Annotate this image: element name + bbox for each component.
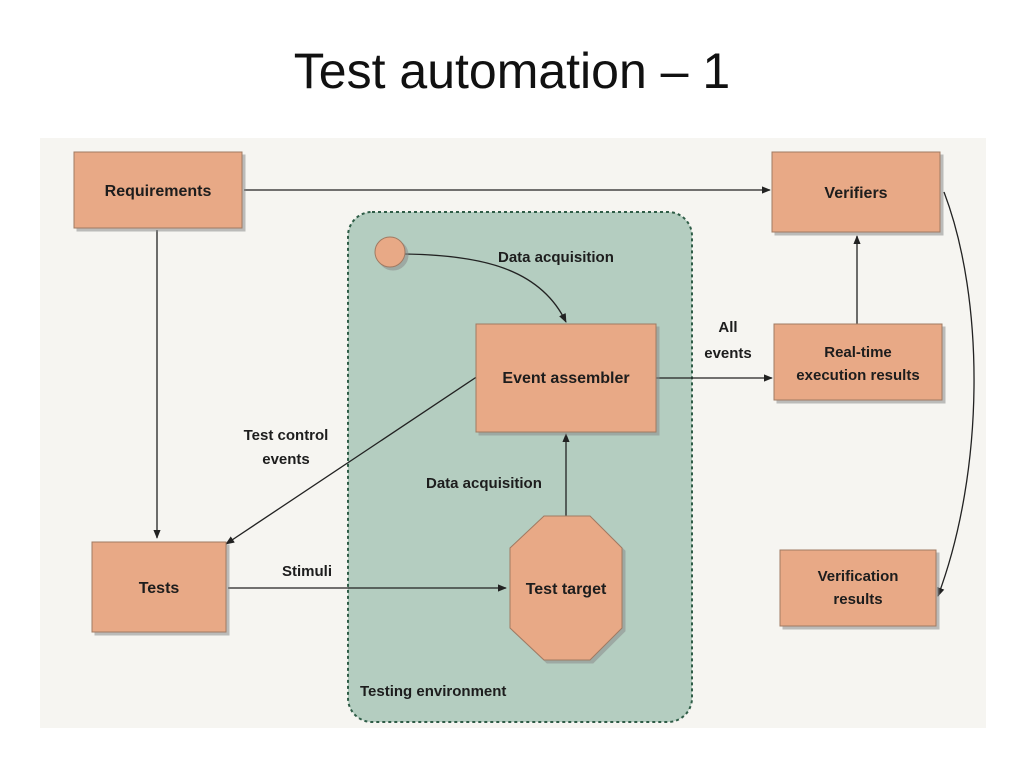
verification-label-line2: results <box>833 591 882 608</box>
testing-environment: Testing environment <box>347 211 693 723</box>
verifiers-box: Verifiers <box>771 151 941 233</box>
event-assembler-box: Event assembler <box>475 323 657 433</box>
test-control-events-arrow <box>225 375 479 545</box>
all-events-label-line2: events <box>704 345 752 362</box>
data-acquisition-bottom-label: Data acquisition <box>426 475 542 492</box>
data-acquisition-top-arrow <box>403 253 567 323</box>
stimuli-label: Stimuli <box>282 563 332 580</box>
requirements-box: Requirements <box>73 151 243 229</box>
verifiers-to-verification-arrow <box>937 191 975 597</box>
testing-environment-label: Testing environment <box>360 683 506 700</box>
test-control-label-line2: events <box>262 451 310 468</box>
slide-title: Test automation – 1 <box>293 43 731 99</box>
realtime-label-line1: Real-time <box>824 344 892 361</box>
verification-label-line1: Verification <box>818 568 899 585</box>
tests-box: Tests <box>91 541 227 633</box>
tests-label: Tests <box>139 580 180 597</box>
all-events-label-line1: All <box>718 319 737 336</box>
test-control-label-line1: Test control <box>244 427 329 444</box>
data-source-circle <box>374 236 406 268</box>
test-target-label: Test target <box>526 581 607 598</box>
event-assembler-label: Event assembler <box>502 370 629 387</box>
verification-results-box: Verification results <box>779 549 937 627</box>
verifiers-label: Verifiers <box>824 185 887 202</box>
test-target-octagon: Test target <box>509 515 623 661</box>
requirements-label: Requirements <box>105 183 212 200</box>
realtime-label-line2: execution results <box>796 367 919 384</box>
data-acquisition-top-label: Data acquisition <box>498 249 614 266</box>
realtime-results-box: Real-time execution results <box>773 323 943 401</box>
